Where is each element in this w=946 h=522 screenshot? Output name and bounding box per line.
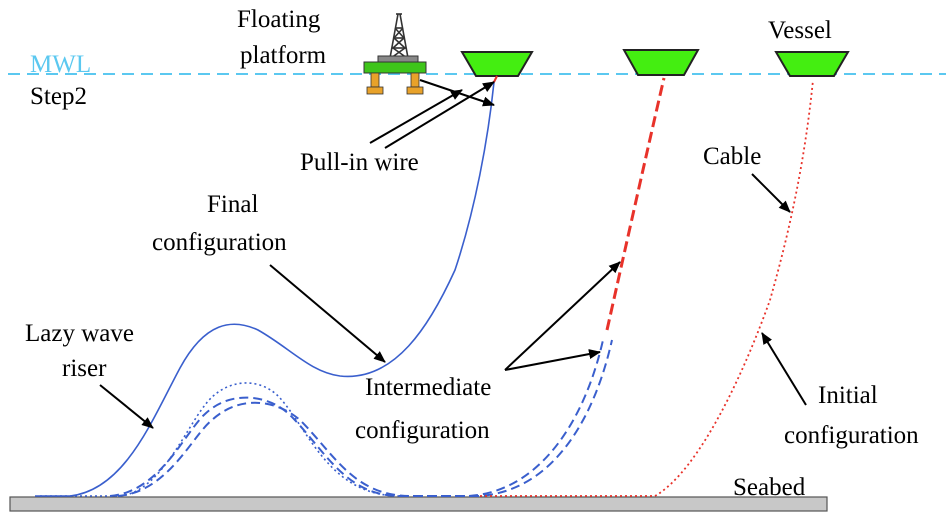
label-step: Step2 (30, 83, 87, 110)
label-lazy-wave-2: riser (62, 355, 107, 382)
label-lazy-wave-1: Lazy wave (25, 320, 134, 347)
arrow-cable (751, 173, 791, 213)
vessel-icon-intermediate (622, 49, 700, 76)
cable-intermediate-dashed (605, 77, 666, 331)
label-seabed: Seabed (733, 474, 806, 501)
seabed-strip (9, 496, 828, 512)
label-mwl: MWL (30, 51, 91, 78)
riser-final-configuration (35, 81, 495, 497)
label-vessel: Vessel (768, 17, 832, 44)
label-cable: Cable (703, 143, 761, 170)
label-initial-1: Initial (818, 382, 878, 409)
riser-intermediate-dashed-2 (117, 339, 613, 497)
label-floating-platform-1: Floating (237, 6, 321, 33)
label-intermediate-2: configuration (355, 417, 490, 444)
label-intermediate-1: Intermediate (365, 374, 491, 401)
cable-initial-dotted (480, 79, 814, 497)
arrow-lazy-wave-riser (99, 384, 154, 429)
label-pull-in-wire: Pull-in wire (300, 149, 419, 176)
label-final-2: configuration (152, 229, 287, 256)
label-floating-platform-2: platform (240, 42, 327, 69)
arrow-initial-configuration (761, 332, 807, 406)
arrow-pull-in-3 (419, 79, 495, 107)
vessel-icon-final (460, 51, 534, 77)
floating-platform-icon (363, 13, 427, 95)
arrow-intermediate-2 (504, 349, 601, 371)
label-initial-2: configuration (784, 422, 919, 449)
pull-in-wire-segment (493, 75, 498, 83)
riser-intermediate-dashed-1 (109, 339, 604, 497)
vessel-icon-initial (774, 51, 850, 77)
arrow-intermediate-1 (504, 261, 621, 371)
arrow-final-configuration (269, 264, 386, 363)
arrow-pull-in-1 (369, 89, 463, 144)
riser-intermediate-dotted (40, 382, 401, 497)
label-final-1: Final (207, 191, 258, 218)
arrow-pull-in-2 (384, 81, 495, 149)
